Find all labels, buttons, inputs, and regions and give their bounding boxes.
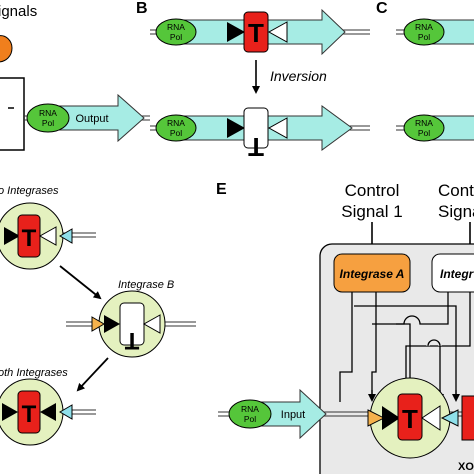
panel-d-state-1-site-right (38, 226, 57, 246)
panel-c-top-rna-label-1: RNA (415, 22, 433, 32)
control-signal-2-line-2: Signa (438, 202, 474, 221)
panel-a-rna-pol-label-1: RNA (39, 108, 57, 118)
gate-name-label: XO (458, 461, 474, 473)
panel-b-top-rna-pol (155, 18, 197, 46)
control-signal-2-line-1: Contr (438, 181, 474, 200)
panel-a-output-arrow (51, 93, 145, 143)
panel-d-no-integrases-label: o Integrases (0, 185, 59, 197)
panel-d-state-1-site-cyan (59, 228, 73, 244)
panel-e-rna-pol-label-1: RNA (241, 404, 259, 414)
panel-d-arrow-2 (76, 357, 109, 392)
panel-b-bottom-terminator-label: T (248, 132, 264, 162)
panel-b-top-site-left (227, 22, 245, 42)
panel-d-arrow-1 (59, 265, 102, 300)
panel-e-site-left (382, 406, 400, 430)
panel-c-top-rna-label-2: Pol (418, 32, 430, 42)
panel-e-site-right (421, 405, 441, 431)
panel-e-letter: E (216, 181, 227, 198)
control-signal-1-line-1: Control (345, 181, 400, 200)
panel-d-state-3-site-left (2, 403, 18, 421)
panel-a: ignals RNA Pol Output (0, 3, 150, 151)
panel-e-input-label: Input (281, 409, 305, 421)
panel-d-state-1-site-left (4, 227, 20, 245)
panel-e-site-cyan (440, 409, 459, 427)
panel-a-output-label: Output (75, 113, 108, 125)
panel-d-state-3-site-right (40, 403, 56, 421)
panel-b-top-rna-label-2: Pol (170, 32, 182, 42)
panel-a-orange-shape (0, 35, 13, 63)
gate-wiring (339, 292, 471, 402)
panel-d-state-2-terminator-label: T (124, 327, 139, 354)
panel-b: B RNA Pol T Inversion RNA Pol T (136, 0, 370, 162)
panel-b-bottom-rna-label-1: RNA (167, 118, 185, 128)
integrase-b-label: Integr (440, 267, 474, 281)
panel-d-state-3: T (0, 378, 96, 446)
panel-b-bottom-rna-label-2: Pol (170, 128, 182, 138)
panel-d-state-1: T (0, 202, 96, 270)
integrase-a-label: Integrase A (340, 267, 405, 281)
panel-b-bottom-site-left (227, 118, 245, 138)
panel-b-top-site-right (267, 21, 288, 43)
panel-e-rna-pol (228, 399, 272, 429)
panel-e-site-orange (367, 409, 386, 427)
panel-a-rna-pol-label-2: Pol (42, 118, 54, 128)
integrase-a-box (333, 253, 411, 293)
panel-d-integrase-b-label: Integrase B (118, 279, 174, 291)
panel-e-terminator (397, 393, 423, 441)
panel-a-signals-text: ignals (0, 3, 37, 20)
panel-d-state-1-terminator-label: T (22, 225, 37, 252)
panel-c-bottom-rna-label-1: RNA (415, 118, 433, 128)
panel-b-construct-before: RNA Pol T (150, 8, 370, 56)
integrase-b-box (431, 253, 474, 293)
control-signal-1-line-2: Signal 1 (341, 202, 402, 221)
panel-a-box-edge (0, 77, 25, 151)
panel-d-state-3-site-cyan (59, 404, 73, 420)
panel-b-construct-after: RNA Pol T (150, 105, 370, 162)
panel-e-terminator-label: T (402, 404, 418, 434)
panel-e-red-edge (461, 395, 474, 441)
panel-b-top-terminator-label: T (248, 18, 264, 48)
panel-b-bottom-site-right (267, 117, 288, 139)
panel-b-letter: B (136, 0, 148, 17)
panel-c: C RNA Pol RNA Pol (376, 0, 474, 142)
panel-e-rna-pol-label-2: Pol (244, 414, 256, 424)
panel-d-state-2-site-right (142, 314, 161, 334)
panel-a-rna-pol (26, 103, 70, 133)
panel-c-bottom-rna-label-2: Pol (418, 128, 430, 138)
panel-b-inversion-label: Inversion (270, 68, 327, 84)
panel-d: o Integrases T Integrase B T oth Integ (0, 185, 196, 446)
panel-c-bottom-rna-pol (403, 114, 445, 142)
panel-d-state-2-site-orange (91, 316, 105, 332)
panel-b-bottom-rna-pol (155, 114, 197, 142)
panel-c-top-rna-pol (403, 18, 445, 46)
panel-c-letter: C (376, 0, 388, 17)
panel-b-top-rna-label-1: RNA (167, 22, 185, 32)
panel-d-state-2: T (66, 290, 196, 358)
panel-d-state-3-terminator-label: T (22, 401, 37, 428)
panel-d-both-integrases-label: oth Integrases (0, 367, 68, 379)
panel-d-state-2-site-left (104, 315, 120, 333)
panel-e: E Control Signal 1 Contr Signa Integrase… (216, 181, 474, 474)
